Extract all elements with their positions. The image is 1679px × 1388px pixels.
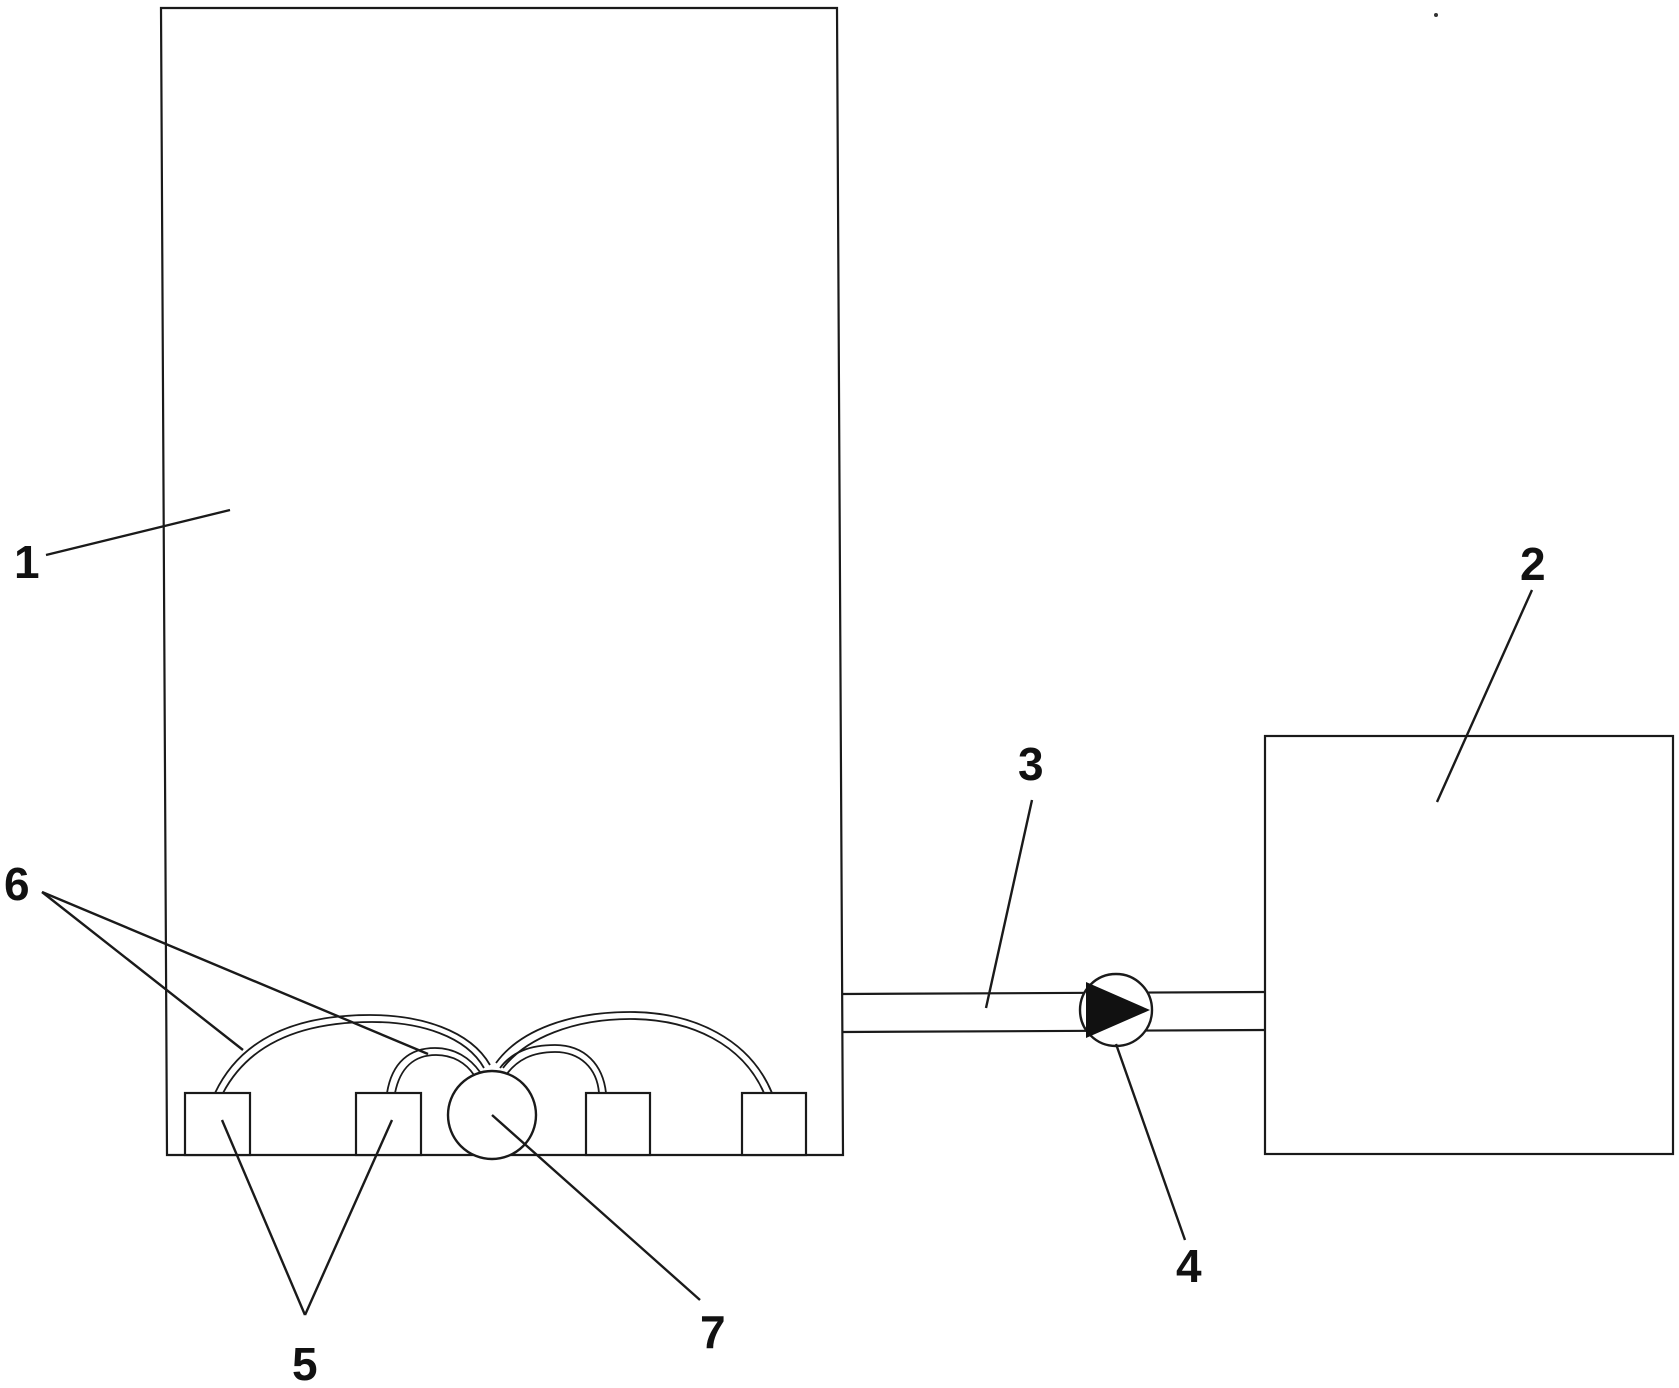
scan-speck <box>1434 13 1438 17</box>
label-2: 2 <box>1520 538 1546 590</box>
block-1 <box>183 1091 252 1157</box>
reference-numerals: 1 2 3 4 5 6 7 <box>4 536 1546 1388</box>
label-3: 3 <box>1018 738 1044 790</box>
leader-6a <box>41 891 244 1051</box>
block-4 <box>740 1091 808 1157</box>
block-2 <box>354 1091 423 1157</box>
label-7: 7 <box>700 1306 726 1358</box>
leader-4 <box>1114 1043 1187 1241</box>
connection-wires <box>214 1011 773 1094</box>
leader-5b <box>303 1119 394 1316</box>
pump-arrow-icon <box>1086 982 1150 1038</box>
pump <box>1078 972 1154 1048</box>
leader-2 <box>1435 589 1534 803</box>
sensor-blocks <box>183 1091 808 1157</box>
receiver-box <box>1263 734 1675 1156</box>
leader-3 <box>984 799 1034 1009</box>
leader-6b <box>41 890 429 1056</box>
label-1: 1 <box>14 536 40 588</box>
leader-lines <box>41 508 1534 1316</box>
connecting-pipe <box>842 990 1267 1034</box>
leader-7 <box>491 1114 701 1301</box>
block-3 <box>584 1091 652 1157</box>
leader-5a <box>220 1119 307 1316</box>
label-5: 5 <box>292 1338 318 1388</box>
tank-outline <box>159 6 845 1157</box>
label-6: 6 <box>4 858 30 910</box>
label-4: 4 <box>1176 1240 1202 1292</box>
leader-1 <box>45 508 231 557</box>
